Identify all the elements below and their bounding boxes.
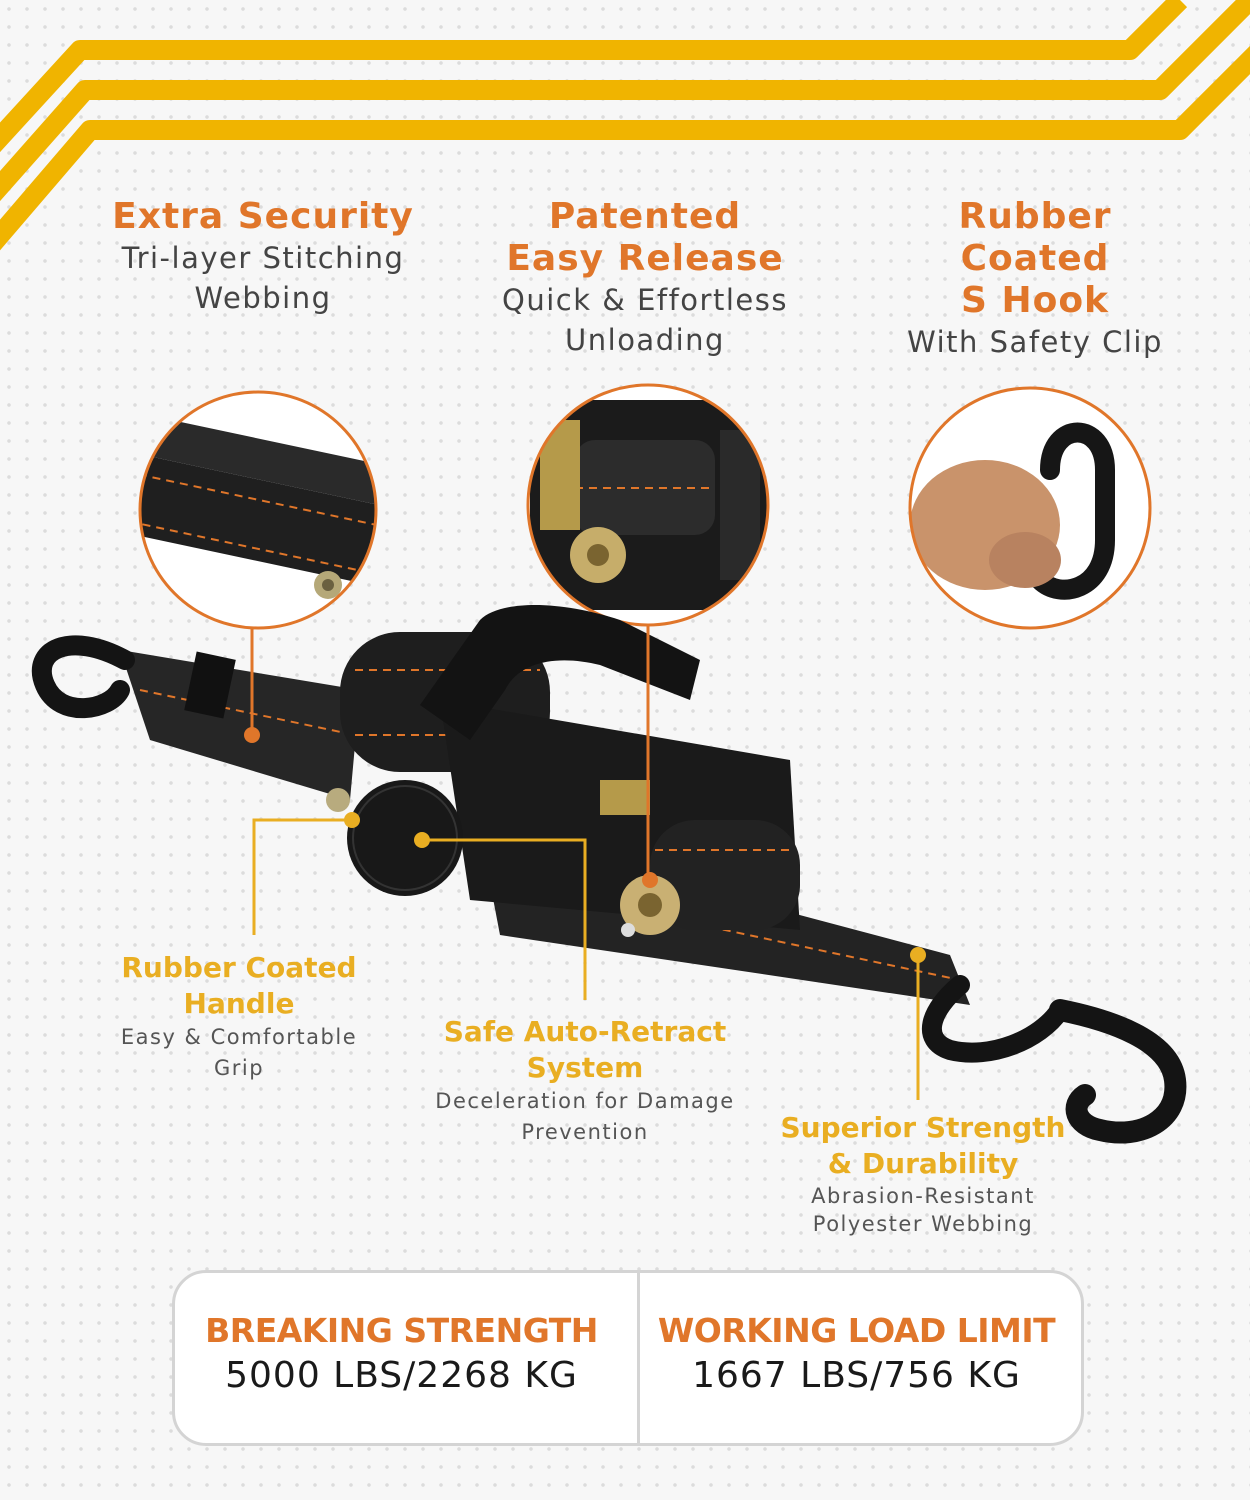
callout-subtitle: Abrasion-Resistant (811, 1184, 1035, 1208)
feature-extra-security: Extra Security Tri-layer Stitching Webbi… (100, 196, 426, 318)
callout-title: Superior Strength (780, 1111, 1066, 1144)
callout-subtitle: Easy & Comfortable (120, 1025, 358, 1049)
spec-label: WORKING LOAD LIMIT (657, 1311, 1056, 1350)
callout-handle: Rubber Coated Handle Easy & Comfortable … (110, 950, 368, 1084)
feature-title: S Hook (961, 280, 1109, 321)
callout-subtitle: Grip (213, 1056, 265, 1080)
feature-s-hook: Rubber Coated S Hook With Safety Clip (900, 196, 1170, 362)
spec-box: BREAKING STRENGTH 5000 LBS/2268 KG WORKI… (172, 1270, 1084, 1446)
callout-subtitle: Polyester Webbing (812, 1212, 1034, 1236)
feature-subtitle: Webbing (194, 281, 332, 315)
spec-breaking-strength: BREAKING STRENGTH 5000 LBS/2268 KG (175, 1311, 628, 1401)
feature-title: Extra Security (112, 196, 414, 237)
callout-title: System (526, 1051, 644, 1084)
callout-title: Handle (183, 987, 295, 1020)
feature-subtitle: Unloading (565, 323, 725, 357)
spec-divider (637, 1273, 640, 1443)
strap-product-image (31, 605, 1187, 1144)
callout-strength: Superior Strength & Durability Abrasion-… (770, 1110, 1076, 1238)
spec-working-load-limit: WORKING LOAD LIMIT 1667 LBS/756 KG (630, 1311, 1083, 1401)
feature-title: Rubber (958, 196, 1112, 237)
callout-auto-retract: Safe Auto-Retract System Deceleration fo… (430, 1014, 740, 1148)
spec-value: 5000 LBS/2268 KG (225, 1355, 578, 1396)
callout-circle (138, 390, 378, 630)
callout-circle (526, 383, 770, 627)
spec-value: 1667 LBS/756 KG (692, 1355, 1021, 1396)
callout-title: Rubber Coated (121, 951, 357, 984)
callout-subtitle: Prevention (521, 1120, 649, 1144)
decorative-stripes (0, 0, 1250, 251)
feature-subtitle: Tri-layer Stitching (121, 241, 405, 275)
spec-label: BREAKING STRENGTH (205, 1311, 598, 1350)
feature-title: Patented (548, 196, 742, 237)
callout-title: & Durability (827, 1147, 1019, 1180)
callout-subtitle: Deceleration for Damage (435, 1089, 735, 1113)
feature-easy-release: Patented Easy Release Quick & Effortless… (480, 196, 810, 360)
feature-subtitle: Quick & Effortless (502, 283, 788, 317)
product-illustration (31, 383, 1187, 1144)
callout-circle (908, 386, 1152, 630)
feature-subtitle: With Safety Clip (907, 325, 1163, 359)
feature-title: Coated (960, 238, 1110, 279)
callout-title: Safe Auto-Retract (443, 1015, 727, 1048)
feature-title: Easy Release (506, 238, 784, 279)
